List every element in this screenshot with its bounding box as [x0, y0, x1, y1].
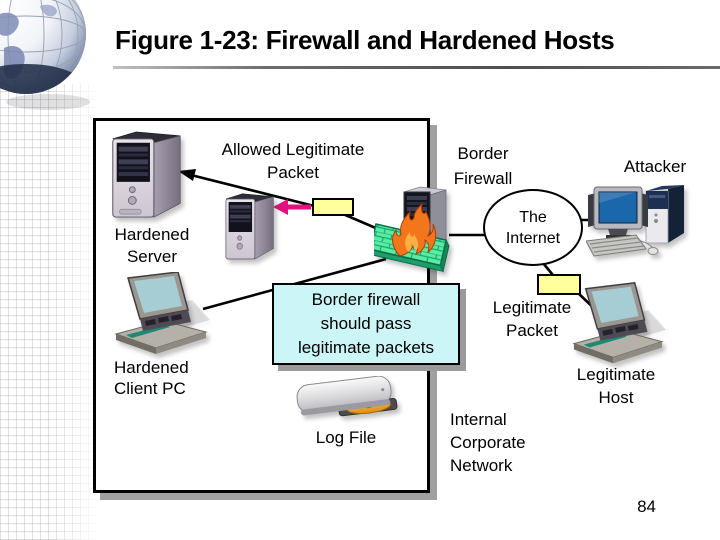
label-line: Corporate: [450, 433, 526, 452]
attacker-label: Attacker: [605, 156, 705, 178]
label-line: Host: [598, 388, 634, 407]
hardened-client-pc-icon: [114, 272, 210, 354]
firewall-note-box: Border firewall should pass legitimate p…: [272, 283, 460, 365]
border-firewall-label: Border Firewall: [438, 141, 528, 191]
label-line: Server: [126, 247, 178, 266]
internal-corporate-network-label: Internal Corporate Network: [450, 408, 580, 477]
globe-logo-icon: [0, 0, 90, 110]
log-file-drive-icon: [296, 376, 398, 417]
label-line: Client PC: [114, 379, 186, 398]
label-line: Hardened: [114, 358, 189, 377]
allowed-packet-label: Allowed Legitimate Packet: [193, 138, 393, 184]
title-divider: [113, 66, 720, 69]
internal-host-icon: [225, 193, 274, 260]
flame-icon: [392, 202, 437, 257]
page-number: 84: [637, 497, 656, 516]
label-line: legitimate packets: [297, 338, 435, 357]
label-line: Border firewall: [311, 290, 421, 309]
label-line: Legitimate: [576, 365, 656, 384]
packet-icon: [537, 274, 581, 295]
slide-title: Figure 1-23: Firewall and Hardened Hosts: [115, 25, 615, 55]
hardened-server-label: Hardened Server: [100, 224, 204, 268]
label-line: Internal: [450, 410, 507, 429]
label-line: Firewall: [453, 169, 513, 188]
label-line: Hardened: [114, 225, 190, 244]
label-line: should pass: [320, 314, 412, 333]
label-line: Packet: [267, 163, 319, 182]
border-firewall-icon: [374, 186, 450, 273]
legitimate-packet-label: Legitimate Packet: [470, 296, 594, 342]
internet-cloud: The Internet: [483, 189, 583, 266]
label-line: The: [519, 208, 547, 226]
label-line: Network: [450, 456, 513, 475]
hardened-client-pc-label: Hardened Client PC: [114, 357, 234, 399]
label-line: Log File: [315, 428, 377, 447]
label-line: Legitimate: [492, 298, 572, 317]
label-line: Internet: [505, 229, 561, 247]
attacker-computer-icon: [586, 185, 684, 257]
label-line: Packet: [506, 321, 558, 340]
log-file-label: Log File: [294, 427, 398, 449]
background-texture: [0, 84, 96, 540]
label-line: Border: [457, 144, 509, 163]
label-line: Attacker: [623, 157, 687, 176]
packet-icon: [312, 198, 354, 216]
label-line: Allowed Legitimate: [221, 140, 365, 159]
hardened-server-icon: [112, 131, 181, 218]
legitimate-host-label: Legitimate Host: [556, 363, 676, 409]
